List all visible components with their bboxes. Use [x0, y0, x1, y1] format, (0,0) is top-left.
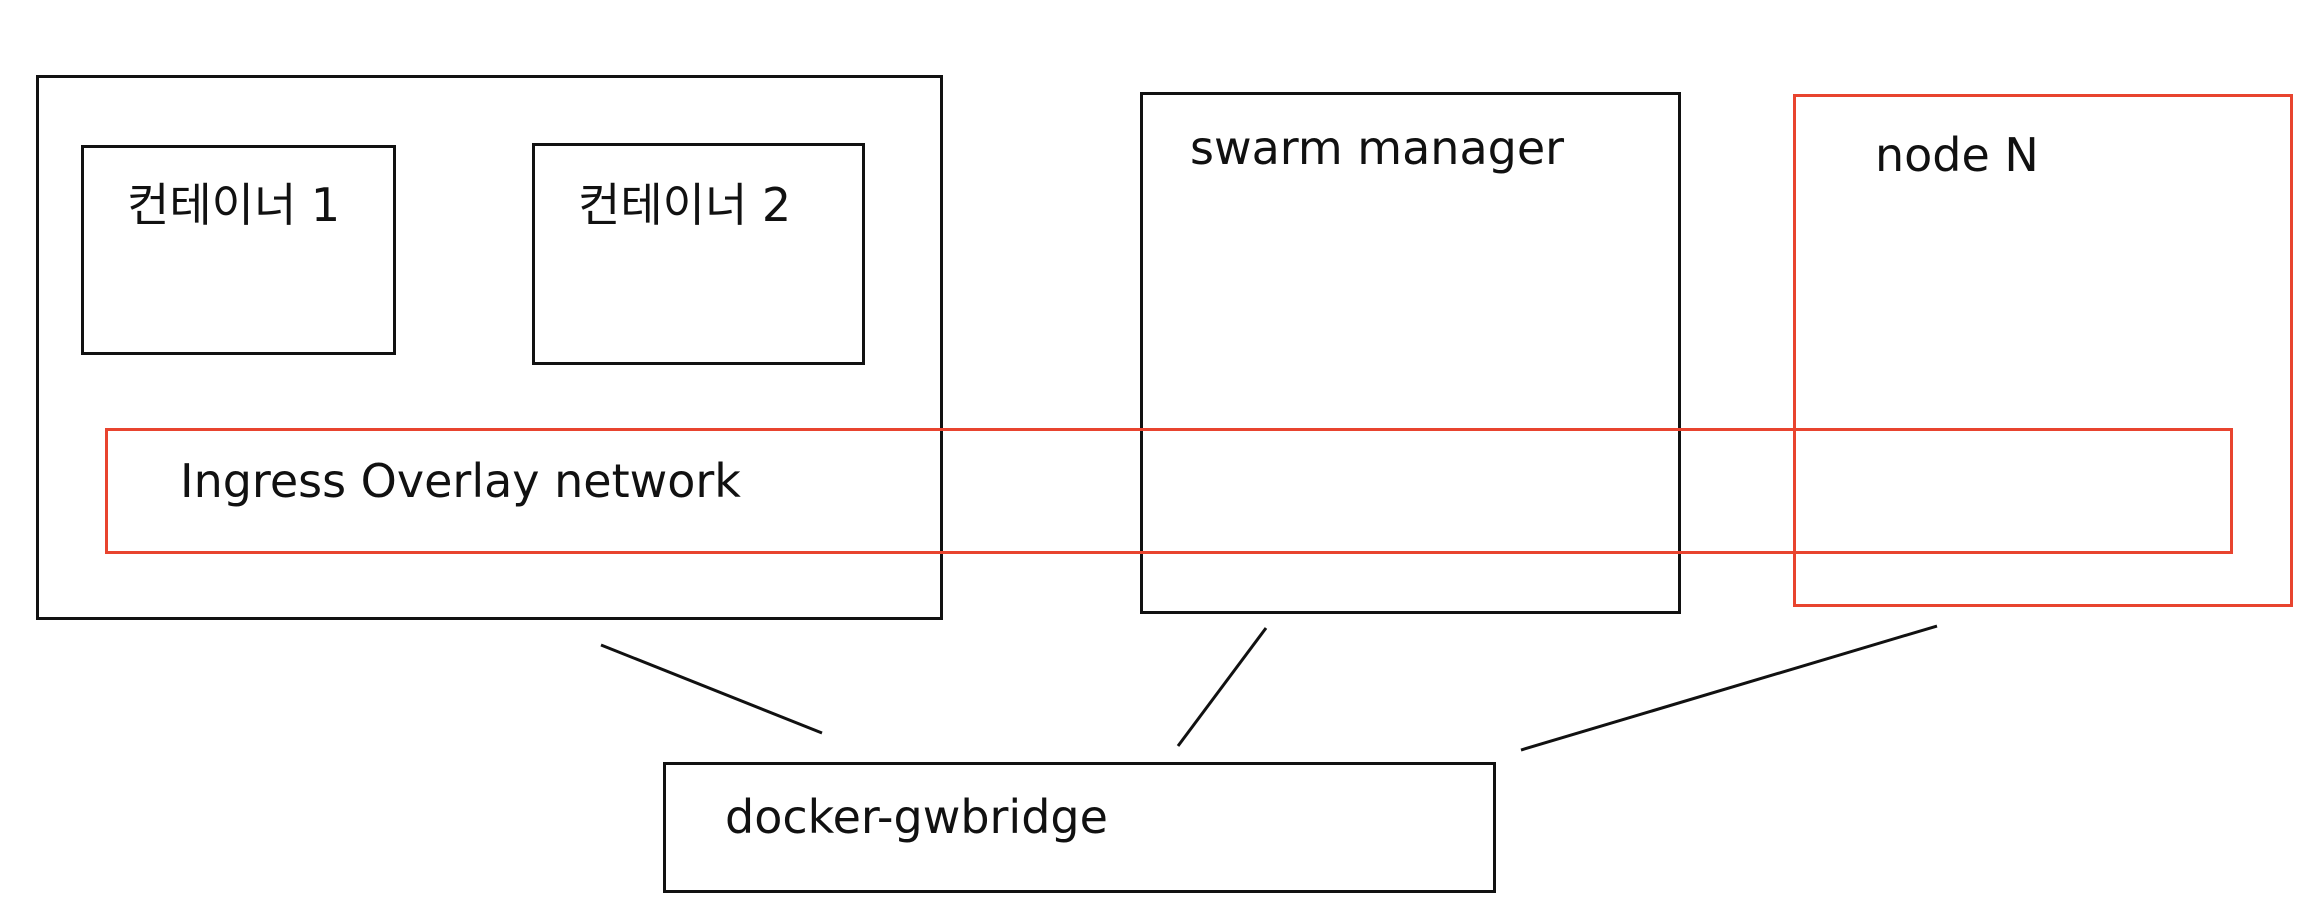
- container-2-box: [532, 143, 865, 365]
- container-1-label: 컨테이너 1: [127, 178, 341, 232]
- swarm-manager-label: swarm manager: [1190, 121, 1565, 175]
- swarm-manager-box: [1140, 92, 1681, 614]
- host-node-box: [36, 75, 943, 620]
- container-1-box: [81, 145, 396, 355]
- node-n-label: node N: [1875, 128, 2039, 182]
- connector-node-n-to-gwbridge: [1520, 624, 1938, 752]
- ingress-overlay-network-label: Ingress Overlay network: [180, 454, 741, 508]
- ingress-overlay-network-box: [105, 428, 2233, 554]
- docker-gwbridge-label: docker-gwbridge: [725, 790, 1108, 844]
- connector-manager-to-gwbridge: [1176, 627, 1268, 747]
- connector-host-to-gwbridge: [600, 643, 823, 735]
- container-2-label: 컨테이너 2: [578, 178, 792, 232]
- node-n-box: [1793, 94, 2293, 607]
- docker-gwbridge-box: [663, 762, 1496, 893]
